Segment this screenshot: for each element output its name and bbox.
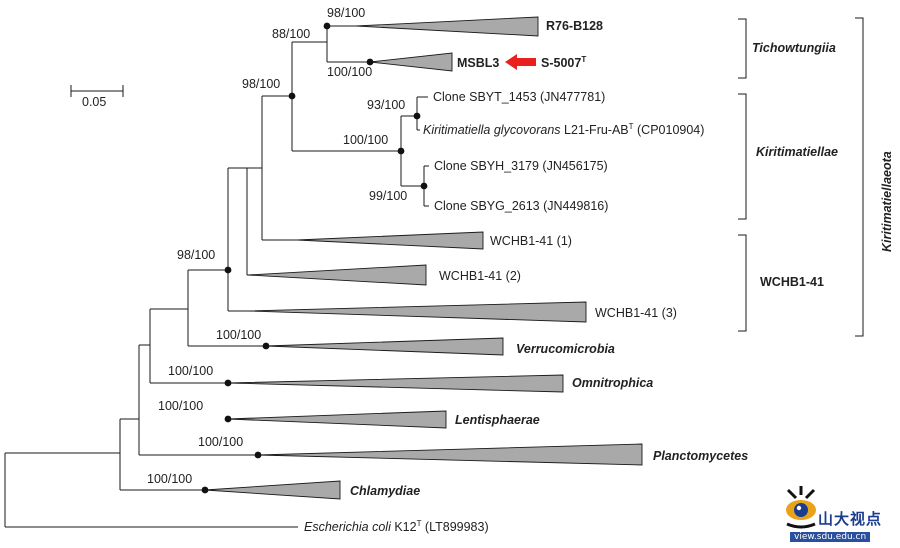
taxon-sbyt-1453: Clone SBYT_1453 (JN477781) [433,90,605,104]
clade-omnitrophica [227,374,564,393]
support-values: 98/100 88/100 100/100 98/100 93/100 100/… [147,6,407,486]
group-tichowtungiia: Tichowtungiia [752,41,836,55]
clade-wchb1-41-2 [247,264,427,286]
taxon-sbyh-3179: Clone SBYH_3179 (JN456175) [434,159,608,173]
support-r76-msbl3: 98/100 [327,6,365,20]
highlight-arrow [505,54,536,70]
taxon-omnitrophica: Omnitrophica [572,376,653,390]
support-tichowtungiia: 88/100 [272,27,310,41]
support-sbyh-sbyg: 99/100 [369,189,407,203]
group-kiritimatiellae: Kiritimatiellae [756,145,838,159]
support-kiritimatiellae: 100/100 [343,133,388,147]
scale-bar: 0.05 [70,85,124,109]
support-verrucomicrobia: 100/100 [216,328,261,342]
watermark: 山大视点 view.sdu.edu.cn [782,484,900,548]
taxon-sbyg-2613: Clone SBYG_2613 (JN449816) [434,199,608,213]
taxon-verrucomicrobia: Verrucomicrobia [516,342,615,356]
taxon-labels: R76-B128 MSBL3 S-5007T Clone SBYT_1453 (… [304,19,748,534]
taxon-r76-b128: R76-B128 [546,19,603,33]
clade-wchb1-41-1 [296,231,484,250]
watermark-url: view.sdu.edu.cn [790,532,871,542]
taxon-kiritimatiella-glycovorans: Kiritimatiella glycovorans L21-Fru-ABT (… [423,122,704,137]
support-node-dots [201,22,428,494]
taxon-wchb1-41-1: WCHB1-41 (1) [490,234,572,248]
support-core: 98/100 [242,77,280,91]
support-omnitrophica: 100/100 [168,364,213,378]
taxon-msbl3: MSBL3 [457,56,499,70]
support-lentisphaerae: 100/100 [158,399,203,413]
group-wchb1-41: WCHB1-41 [760,275,824,289]
support-wchb: 98/100 [177,248,215,262]
clade-chlamydiae [204,480,341,500]
support-chlamydiae: 100/100 [147,472,192,486]
taxon-chlamydiae: Chlamydiae [350,484,420,498]
support-planctomycetes: 100/100 [198,435,243,449]
clade-planctomycetes [257,443,643,466]
taxon-lentisphaerae: Lentisphaerae [455,413,540,427]
clade-verrucomicrobia [265,337,504,356]
taxon-escherichia-coli: Escherichia coli K12T (LT899983) [304,519,489,534]
scale-bar-label: 0.05 [82,95,106,109]
taxon-wchb1-41-2: WCHB1-41 (2) [439,269,521,283]
clade-msbl3 [369,52,453,72]
support-msbl3-s5007: 100/100 [327,65,372,79]
clade-lentisphaerae [227,410,447,429]
support-sbyt-kiritimatiella: 93/100 [367,98,405,112]
group-brackets: Tichowtungiia Kiritimatiellae WCHB1-41 K… [738,17,894,337]
taxon-s-5007: S-5007T [541,55,586,70]
collapsed-clades [204,16,643,500]
taxon-wchb1-41-3: WCHB1-41 (3) [595,306,677,320]
clade-wchb1-41-3 [247,301,587,323]
taxon-planctomycetes: Planctomycetes [653,449,748,463]
eye-logo-icon [786,486,816,529]
watermark-brand: 山大视点 [818,510,883,528]
group-kiritimatiellaeota: Kiritimatiellaeota [880,151,894,252]
clade-r76-b128 [355,16,539,37]
